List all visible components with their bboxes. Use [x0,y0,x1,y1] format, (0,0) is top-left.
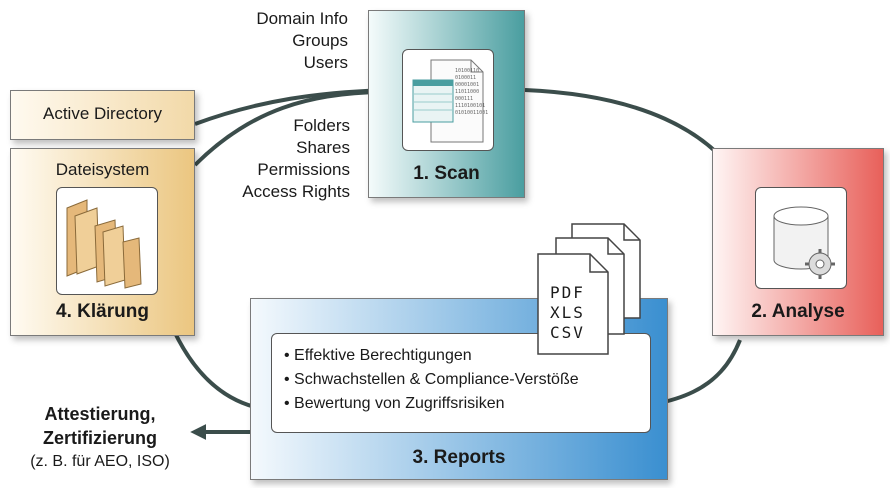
report-format: XLS [550,303,585,322]
analyse-icon-frame [755,187,847,289]
klaerung-title: 4. Klärung [56,301,149,322]
report-format: PDF [550,283,585,302]
fs-item: Folders [293,116,350,135]
documents-icon [537,223,641,355]
ad-item: Users [303,53,348,72]
output-line-2: Zertifizierung [42,428,157,448]
reports-title: 3. Reports [412,447,506,468]
scan-icon-frame: 10100110 0100011 00001001 11011000 00011… [402,49,494,151]
klaerung-box: Dateisystem 4. Klärung [10,148,195,336]
report-format: CSV [550,323,585,342]
reports-bullet: • Schwachstellen & Compliance-Verstöße [284,371,579,388]
scan-title: 1. Scan [413,163,480,184]
ad-item: Groups [292,31,348,50]
document-table-icon [412,59,484,143]
analyse-title: 2. Analyse [751,301,845,322]
database-gear-icon [773,206,835,279]
ad-items-list: Domain Info Groups Users [200,8,348,74]
output-line-1: Attestierung, [44,404,156,424]
dateisystem-label: Dateisystem [55,160,150,179]
folders-icon [66,199,142,289]
active-directory-box: Active Directory [10,90,195,140]
analyse-box: 2. Analyse [712,148,884,336]
scan-box: 10100110 0100011 00001001 11011000 00011… [368,10,525,198]
active-directory-label: Active Directory [42,104,163,123]
fs-items-list: Folders Shares Permissions Access Rights [200,115,350,203]
arrow-fs-to-scan [193,84,393,167]
fs-item: Permissions [257,160,350,179]
reports-bullet: • Effektive Berechtigungen [284,347,472,364]
output-line-3: (z. B. für AEO, ISO) [30,453,170,470]
klaerung-icon-frame [56,187,158,295]
fs-item: Shares [296,138,350,157]
fs-item: Access Rights [242,182,350,201]
binary-text: 10100110 0100011 00001001 11011000 00011… [455,68,489,116]
report-formats: PDF XLS CSV [550,283,585,343]
output-text: Attestierung, Zertifizierung (z. B. für … [0,402,200,474]
reports-bullet: • Bewertung von Zugriffsrisiken [284,395,505,412]
arrow-scan-to-analyse [524,88,746,190]
ad-item: Domain Info [256,9,348,28]
